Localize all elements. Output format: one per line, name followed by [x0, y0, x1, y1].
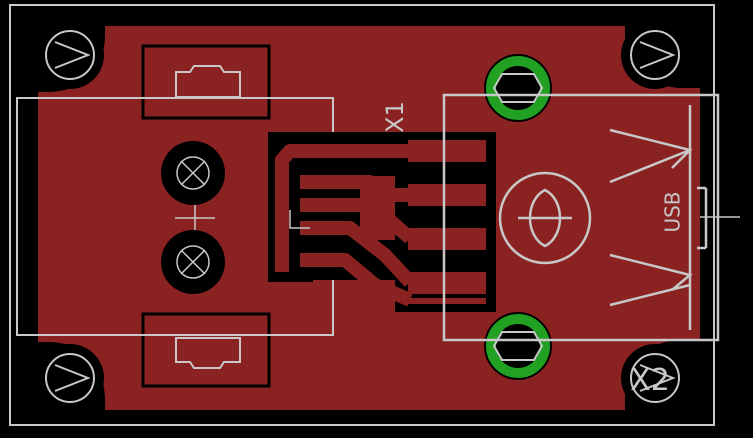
- smd-pad-icon: [175, 65, 241, 98]
- through-hole-pin-2: [161, 230, 225, 294]
- crosshair-icon: [175, 200, 215, 236]
- x1-pad-4: [408, 272, 486, 294]
- mount-hole-icon: [45, 30, 95, 80]
- x1-label: X1: [381, 101, 409, 133]
- mount-hole-top-right: [621, 21, 689, 89]
- mount-hole-icon: [45, 353, 95, 403]
- x1-pad-5: [408, 298, 486, 304]
- x1-pad-row: [408, 140, 486, 304]
- shield-pad-bottom: [141, 312, 271, 388]
- smd-pad-icon: [175, 337, 241, 369]
- x1-pad-3: [408, 228, 486, 250]
- usb-logo-icon: [498, 171, 592, 265]
- mount-hole-icon: [630, 30, 680, 80]
- mount-hole-bottom-left: [36, 344, 104, 412]
- shield-pad-top: [141, 44, 271, 120]
- x2-label: X2: [630, 363, 670, 398]
- crosshair-icon-right: [700, 200, 740, 235]
- via-bottom: [484, 312, 552, 380]
- traces: [275, 144, 416, 307]
- via-top: [484, 54, 552, 122]
- mount-hole-bottom-right: [621, 344, 689, 412]
- mount-hole-top-left: [36, 21, 104, 89]
- x1-pad-1: [408, 140, 486, 162]
- usb-label: USB: [661, 191, 685, 232]
- pin1-marker: [289, 210, 310, 229]
- x1-pad-2: [408, 184, 486, 206]
- via-icon: [486, 56, 550, 120]
- copper-pour: [38, 26, 700, 410]
- mount-hole-icon: [630, 353, 680, 403]
- through-hole-pin-1: [161, 141, 225, 205]
- board-outline: [9, 4, 715, 426]
- via-icon: [486, 314, 550, 378]
- usb-connector-outline: [442, 93, 720, 342]
